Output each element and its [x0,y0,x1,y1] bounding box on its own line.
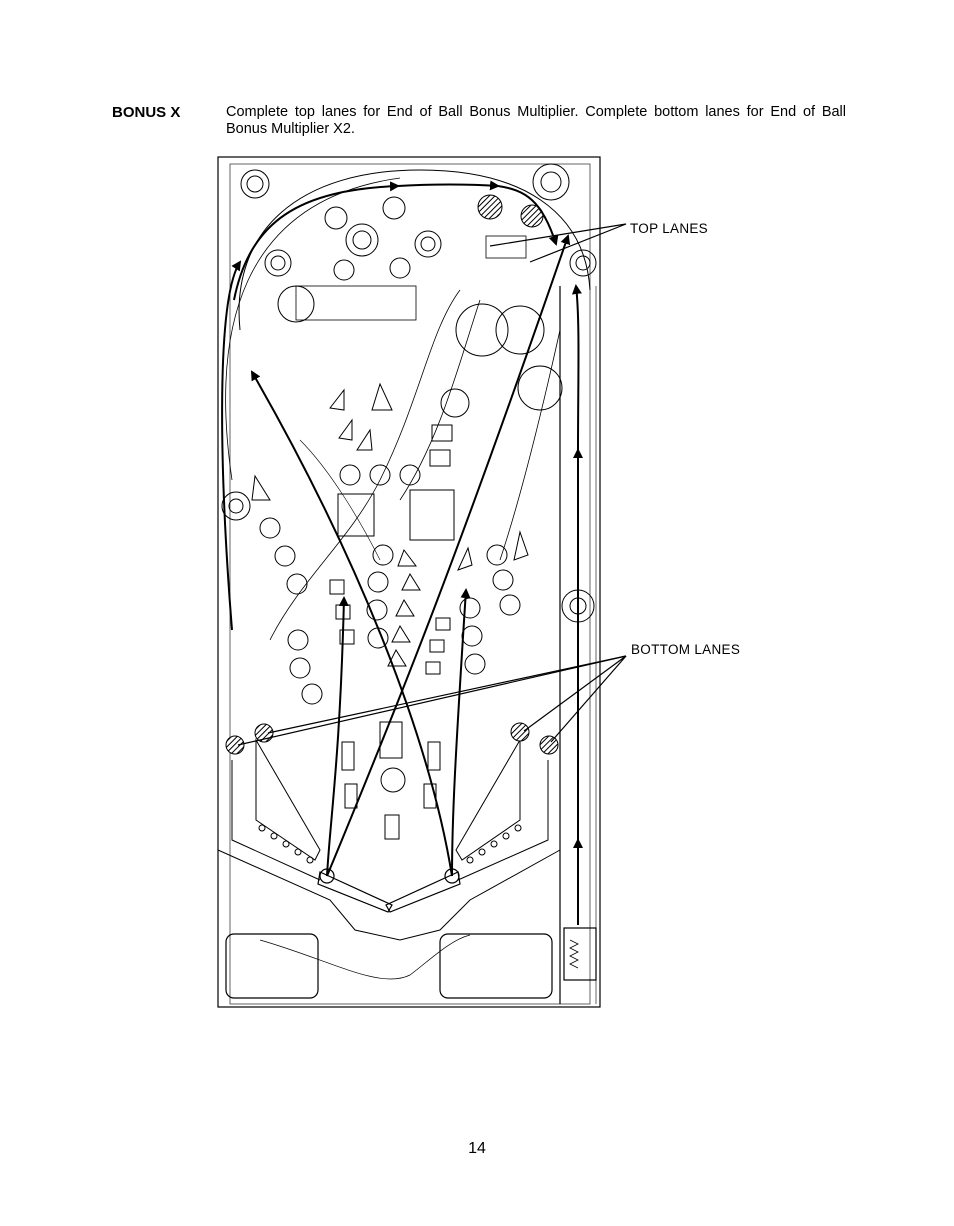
slingshots [231,738,549,881]
playfield-outline [217,156,601,1008]
section-heading: BONUS X [112,104,181,121]
playfield-inserts [251,382,529,840]
flippers [317,868,461,913]
top-lanes-callout-lines [489,223,627,263]
top-lanes-label: TOP LANES [630,221,708,236]
section-description: Complete top lanes for End of Ball Bonus… [226,104,846,137]
bumpers [221,163,597,641]
bottom-lanes-callout-lines [237,655,627,746]
bottom-lanes-label: BOTTOM LANES [631,642,741,657]
bottom-lane-targets [225,722,559,755]
top-lane-targets [477,194,544,228]
page-number: 14 [468,1140,486,1157]
shot-arrows [221,180,583,925]
